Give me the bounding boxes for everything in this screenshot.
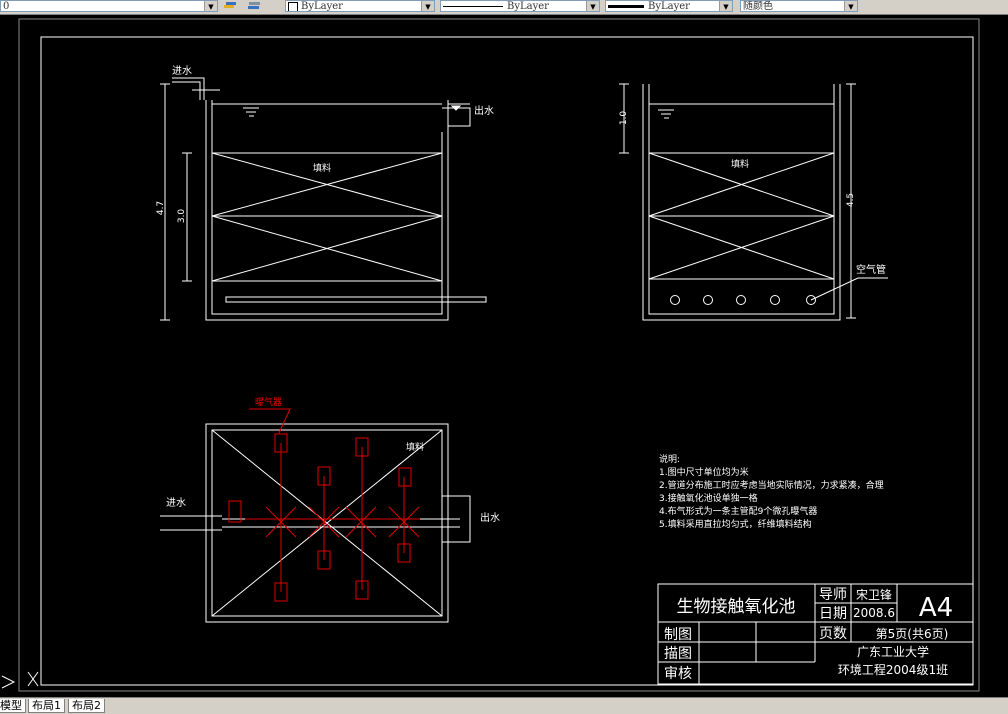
title-block-text: 生物接触氧化池 导师 宋卫锋 日期 2008.6 A4 页数 第5页(共6页) … [664, 587, 953, 682]
chevron-down-icon[interactable]: ▼ [844, 1, 857, 11]
plotstyle-value: 随颜色 [743, 1, 773, 12]
dim-packing-left: 3.0 [177, 209, 187, 224]
date-label: 日期 [819, 606, 847, 622]
note-item: 1.图中尺寸单位均为米 [659, 466, 749, 478]
layer-previous-icon[interactable] [222, 0, 238, 12]
notes-block: 说明: 1.图中尺寸单位均为米 2.管道分布施工时应考虑当地实际情况，力求紧凑，… [659, 453, 884, 530]
date-value: 2008.6 [853, 606, 895, 620]
chevron-down-icon[interactable]: ▼ [586, 1, 599, 11]
chevron-down-icon[interactable]: ▼ [719, 1, 732, 11]
review-label: 审核 [664, 666, 692, 682]
linetype-dropdown[interactable]: ByLayer ▼ [440, 0, 600, 12]
layer-states-icon[interactable] [246, 0, 262, 12]
linetype-value: ByLayer [507, 1, 549, 12]
layer-dropdown[interactable]: 0 ▼ [0, 0, 218, 12]
layout-tabs: 模型 布局1 布局2 [0, 697, 1008, 714]
note-item: 5.填料采用直拉均匀式，纤维填料结构 [659, 518, 812, 530]
lineweight-dropdown[interactable]: ByLayer ▼ [605, 0, 733, 12]
dim-total-left: 4.7 [156, 201, 166, 215]
paper-border [18, 18, 980, 692]
left-inlet-label: 进水 [172, 65, 192, 77]
drawing-frame [40, 36, 974, 686]
dim-total-right: 4.5 [846, 193, 856, 207]
air-pipe-label: 空气管 [856, 263, 886, 276]
color-swatch [288, 1, 298, 11]
advisor-label: 导师 [819, 587, 847, 603]
chevron-down-icon[interactable]: ▼ [421, 1, 434, 11]
layer-value: 0 [3, 1, 10, 12]
dim-top-right: 1.0 [619, 111, 629, 126]
tab-model[interactable]: 模型 [0, 699, 26, 713]
drawing-title: 生物接触氧化池 [677, 597, 796, 617]
class-name: 环境工程2004级1班 [838, 662, 948, 677]
paper-size: A4 [919, 593, 953, 623]
color-value: ByLayer [301, 1, 343, 12]
university-name: 广东工业大学 [857, 644, 929, 659]
right-elevation [619, 83, 888, 321]
aerator-label: 曝气器 [255, 396, 282, 408]
page-value: 第5页(共6页) [876, 627, 949, 641]
page-label: 页数 [819, 626, 847, 642]
left-outlet-label: 出水 [474, 104, 494, 117]
left-elevation [160, 77, 487, 321]
tab-layout1[interactable]: 布局1 [28, 699, 65, 713]
drawing-canvas[interactable]: 进水 出水 填料 4.7 3.0 填料 1.0 4.5 空气管 曝气器 填料 进… [0, 15, 1008, 697]
note-item: 4.布气形式为一条主管配9个微孔曝气器 [659, 505, 817, 517]
aerator-network [228, 408, 420, 602]
plan-packing-label: 填料 [406, 441, 424, 453]
tab-layout2[interactable]: 布局2 [68, 699, 105, 713]
properties-toolbar: 0 ▼ ByLayer ▼ ByLayer ▼ ByLayer ▼ 随颜色 ▼ [0, 0, 1008, 15]
title-block [657, 583, 974, 685]
plan-view [160, 423, 471, 623]
drawing-svg[interactable]: 进水 出水 填料 4.7 3.0 填料 1.0 4.5 空气管 曝气器 填料 进… [0, 15, 1008, 697]
color-dropdown[interactable]: ByLayer ▼ [285, 0, 435, 12]
lineweight-value: ByLayer [648, 1, 690, 12]
drawn-label: 制图 [664, 627, 692, 643]
linetype-preview [443, 6, 503, 7]
ucs-icon [1, 671, 39, 689]
note-item: 3.接触氧化池设单独一格 [659, 492, 758, 504]
notes-title: 说明: [659, 453, 680, 465]
plotstyle-dropdown[interactable]: 随颜色 ▼ [740, 0, 858, 12]
traced-label: 描图 [664, 646, 692, 662]
lineweight-preview [608, 5, 644, 8]
note-item: 2.管道分布施工时应考虑当地实际情况，力求紧凑，合理 [659, 479, 884, 491]
left-packing-label: 填料 [313, 162, 331, 174]
advisor-name: 宋卫锋 [856, 587, 892, 602]
plan-outlet-label: 出水 [480, 511, 500, 524]
plan-inlet-label: 进水 [166, 497, 186, 509]
chevron-down-icon[interactable]: ▼ [204, 1, 217, 11]
right-packing-label: 填料 [731, 158, 749, 170]
